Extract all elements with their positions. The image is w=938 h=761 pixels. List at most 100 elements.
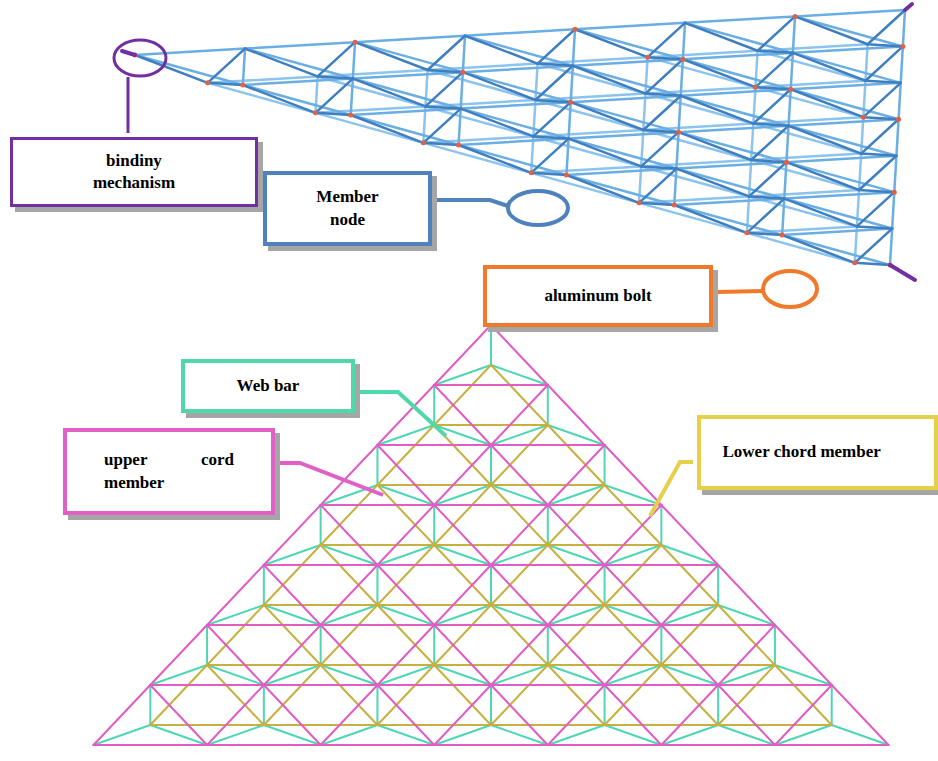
upper-member [463, 66, 573, 72]
web-member [538, 29, 575, 63]
node-dot [460, 70, 465, 75]
node-dot [353, 40, 358, 45]
lower-chord-line [150, 724, 264, 726]
upper-member [899, 83, 901, 119]
upper-member [459, 109, 461, 145]
upper-member [463, 36, 465, 72]
node-dot [456, 143, 461, 148]
upper-member [569, 132, 679, 138]
web-member [425, 72, 462, 106]
upper-member [894, 156, 896, 192]
upper-chord-line [377, 625, 434, 685]
upper-member [461, 109, 569, 139]
upper-member [353, 42, 355, 78]
upper-chord-line [434, 445, 491, 505]
callout-label: aluminum bolt [523, 285, 673, 307]
node-dot [861, 115, 866, 120]
web-bar-line [547, 625, 549, 665]
web-member [245, 49, 318, 77]
upper-chord-line [491, 684, 605, 686]
lower-chord-line [377, 604, 491, 606]
upper-chord-line [434, 384, 548, 386]
callout-label: upper cord member [104, 449, 234, 493]
web-member [751, 126, 788, 160]
upper-member [135, 49, 245, 55]
lower-chord-line [491, 604, 605, 606]
upper-member [566, 139, 568, 175]
upper-chord-line [661, 505, 718, 565]
upper-member [243, 85, 351, 115]
upper-member [679, 126, 789, 132]
web-bar-line [320, 505, 322, 545]
web-member [868, 10, 905, 44]
web-member [535, 66, 572, 100]
web-bar-line [433, 505, 435, 545]
web-member [749, 162, 786, 196]
leader-line [279, 463, 383, 495]
upper-member [890, 229, 892, 265]
upper-member [685, 16, 795, 22]
web-bar-line [320, 625, 322, 665]
callout-label: Member node [300, 186, 396, 230]
node-dot [793, 14, 798, 19]
web-member [648, 23, 685, 57]
web-member [676, 169, 749, 197]
web-member [315, 113, 350, 115]
upper-chord-line [605, 445, 662, 505]
web-member [423, 109, 460, 143]
upper-member [243, 49, 245, 85]
node-dot [637, 200, 642, 205]
lower-chord-line [434, 424, 548, 426]
upper-chord-line [548, 505, 605, 565]
node-dot [744, 230, 749, 235]
web-member [755, 53, 792, 87]
upper-member [351, 79, 353, 115]
upper-member [685, 23, 793, 53]
upper-member [784, 162, 786, 198]
web-member [786, 162, 859, 190]
upper-member [786, 126, 788, 162]
upper-chord-line [207, 685, 264, 745]
web-member [753, 89, 790, 123]
upper-chord-line [605, 684, 719, 686]
callout-box: upper cord member [63, 428, 275, 515]
upper-chord-line [718, 684, 832, 686]
upper-member [786, 156, 896, 162]
web-member [573, 66, 646, 94]
web-member [639, 169, 676, 203]
upper-member [676, 169, 784, 199]
upper-member [566, 169, 676, 175]
upper-member [791, 83, 901, 89]
upper-chord-line [718, 565, 775, 625]
lower-chord-line [718, 724, 832, 726]
web-member [571, 102, 644, 130]
web-bar-line [717, 685, 719, 725]
upper-member [674, 205, 782, 235]
web-bar-line [831, 685, 833, 725]
lower-chord-line [548, 544, 662, 546]
upper-chord-line [548, 445, 605, 505]
web-member [865, 46, 902, 80]
callout-box: Lower chord member [697, 415, 938, 490]
upper-chord-line [491, 325, 548, 385]
web-member [351, 115, 424, 143]
callout-label: bindiny mechanism [79, 150, 189, 194]
node-dot [564, 173, 569, 178]
upper-chord-line [548, 385, 605, 445]
web-member [747, 199, 784, 233]
upper-chord-line [605, 685, 662, 745]
highlight-ring [114, 40, 166, 76]
web-bar-line [433, 385, 435, 425]
upper-member [683, 53, 793, 59]
upper-member [793, 53, 901, 83]
web-member [648, 57, 683, 59]
leader-line [650, 462, 693, 516]
web-member [674, 205, 747, 233]
upper-member [571, 66, 573, 102]
upper-member [679, 132, 787, 162]
callout-box: Web bar [181, 359, 355, 413]
upper-member [791, 53, 793, 89]
upper-chord-line [434, 325, 491, 385]
lower-member [531, 173, 639, 203]
web-member [859, 156, 896, 190]
